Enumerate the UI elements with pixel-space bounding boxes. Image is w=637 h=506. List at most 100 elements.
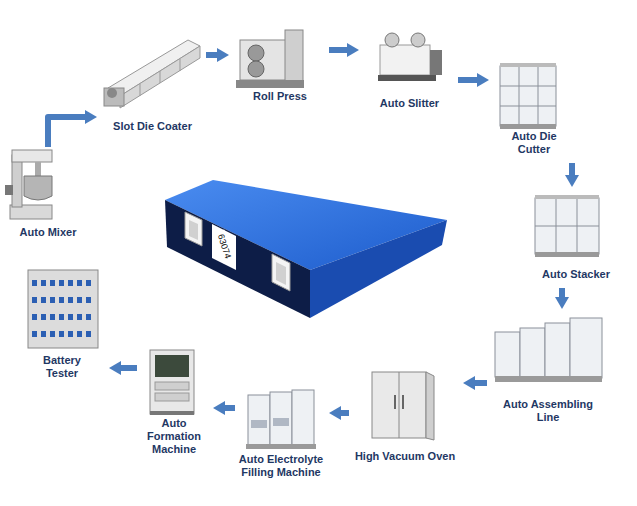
coater-machine-part	[104, 88, 124, 106]
die-cutter-machine-part	[500, 124, 556, 129]
machine-label: Auto Mixer	[8, 226, 88, 239]
flow-arrow	[329, 47, 347, 53]
die-cutter-machine-part	[538, 66, 539, 126]
flow-arrow	[48, 117, 85, 147]
machine-label: Slot Die Coater	[103, 120, 203, 133]
coater-machine-part	[180, 59, 181, 71]
stacker-machine-part	[535, 226, 599, 227]
coater-machine-part	[140, 84, 141, 96]
machine-node: Auto Electrolyte Filling Machine	[236, 385, 326, 485]
coater-machine-part	[107, 88, 117, 98]
machine-label: Battery Tester	[37, 354, 87, 380]
flow-arrow	[559, 288, 565, 297]
assembling-line-machine-part	[545, 323, 570, 378]
formation-machine-part	[155, 355, 189, 377]
vacuum-oven-part	[426, 372, 434, 440]
assembling-line-machine-part	[495, 376, 602, 382]
vacuum-oven-part	[394, 395, 396, 409]
machine-node: Battery Tester	[18, 266, 106, 386]
stacker-machine-part	[535, 195, 599, 199]
filling-machine	[246, 390, 316, 449]
roll-press-machine-part	[285, 30, 303, 85]
coater-machine-part	[120, 46, 200, 108]
battery-tester-rack-part	[32, 314, 95, 320]
battery-cell	[165, 180, 447, 318]
vacuum-oven-part	[372, 372, 426, 438]
battery-cell-part	[185, 212, 202, 246]
filling-machine-part	[273, 418, 289, 426]
filling-machine-part	[246, 444, 316, 449]
mixer-machine	[5, 150, 52, 219]
battery-cell-part	[165, 200, 310, 318]
roll-press-machine-part	[248, 45, 264, 61]
battery-cell-part	[276, 262, 286, 285]
machine-label: Auto Slitter	[365, 97, 455, 110]
flow-arrow	[458, 77, 477, 83]
roll-press-machine-part	[248, 61, 264, 77]
vacuum-oven-part	[402, 395, 404, 409]
formation-machine-part	[155, 393, 189, 401]
battery-cell-part	[272, 254, 290, 291]
mixer-machine-part	[24, 176, 52, 200]
vacuum-oven-part	[399, 372, 400, 438]
formation-machine-part	[150, 411, 194, 415]
mixer-machine-part	[12, 150, 52, 162]
flow-arrow	[475, 380, 487, 386]
slitter-machine-part	[430, 50, 442, 75]
battery-tester-rack-part	[32, 331, 95, 337]
assembling-line-machine-part	[495, 332, 520, 377]
coater-machine	[104, 40, 200, 108]
filling-machine-part	[251, 420, 267, 428]
machine-node: Auto Slitter	[362, 25, 457, 116]
coater-machine-part	[160, 71, 161, 83]
roll-press-machine	[236, 30, 304, 88]
mixer-machine-part	[5, 185, 13, 195]
mixer-machine-part	[35, 162, 41, 176]
machine-label: Roll Press	[235, 90, 325, 103]
machine-node: Roll Press	[232, 22, 328, 109]
formation-machine	[150, 350, 194, 415]
flow-arrow	[341, 410, 349, 416]
machine-node: Auto Formation Machine	[138, 345, 210, 462]
die-cutter-machine	[500, 63, 556, 129]
machine-label: Auto Assembling Line	[498, 398, 598, 424]
slitter-machine-part	[411, 33, 425, 47]
machine-label: Auto Stacker	[531, 268, 621, 281]
slitter-machine-part	[378, 75, 436, 81]
battery-cell-part	[310, 220, 447, 318]
machine-label: High Vacuum Oven	[350, 450, 460, 463]
mixer-machine-part	[12, 155, 22, 207]
stacker-machine	[535, 195, 599, 257]
battery-tester-rack-part	[32, 280, 95, 286]
slitter-machine	[378, 33, 442, 81]
machine-node: Auto Die Cutter	[492, 62, 576, 162]
machine-label: Auto Die Cutter	[496, 130, 572, 156]
die-cutter-machine-part	[500, 106, 556, 107]
machine-label: Auto Electrolyte Filling Machine	[237, 453, 325, 479]
machine-label: Auto Formation Machine	[142, 417, 206, 456]
die-cutter-machine-part	[500, 86, 556, 87]
flow-arrow	[121, 365, 137, 371]
formation-machine-part	[155, 382, 189, 390]
assembling-line-machine-part	[520, 328, 545, 378]
slitter-machine-part	[380, 45, 430, 75]
machine-node: Auto Stacker	[530, 190, 622, 287]
assembling-line-machine-part	[570, 318, 602, 378]
flow-arrow	[206, 52, 217, 58]
slitter-machine-part	[385, 33, 399, 47]
battery-tester-rack-part	[28, 270, 98, 348]
die-cutter-machine-part	[500, 66, 556, 126]
machine-node: Auto Mixer	[0, 148, 96, 245]
assembling-line-machine	[495, 318, 602, 382]
battery-tester-rack	[28, 270, 98, 348]
formation-machine-part	[150, 350, 194, 414]
machine-node: High Vacuum Oven	[350, 368, 460, 469]
roll-press-machine-part	[236, 80, 304, 88]
filling-machine-part	[270, 392, 292, 445]
machine-node: Slot Die Coater	[100, 30, 205, 139]
die-cutter-machine-part	[519, 66, 520, 126]
battery-cell-part	[212, 224, 236, 270]
